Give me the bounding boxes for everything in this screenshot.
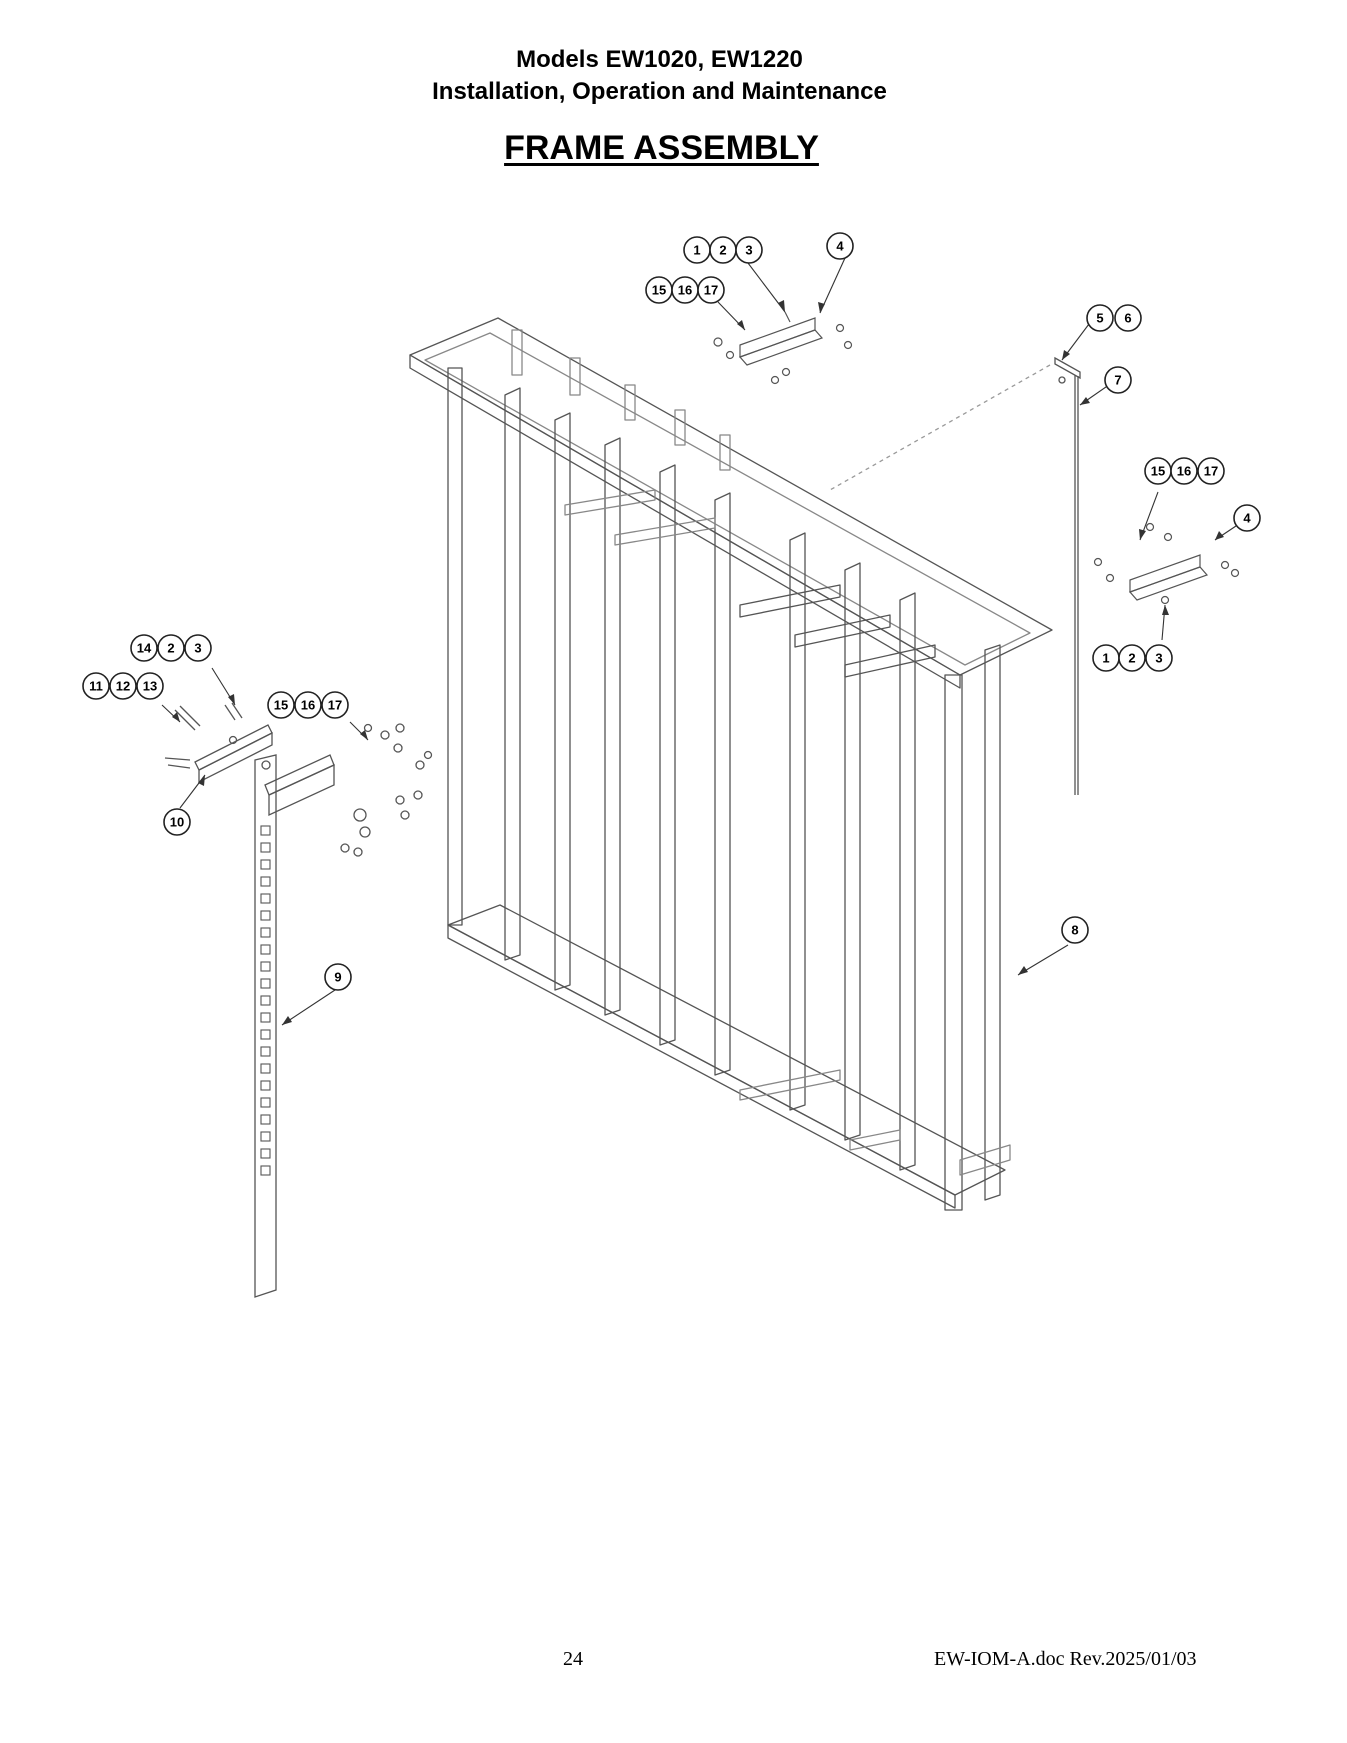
callout-label: 4 <box>1243 511 1251 526</box>
leader-lines <box>161 257 1246 1026</box>
callout-right-part: 4 <box>1233 504 1261 532</box>
callout-label: 5 <box>1096 311 1103 326</box>
callout-right-b: 1 2 3 <box>1092 644 1173 672</box>
callout-label: 3 <box>1155 651 1162 666</box>
page-number: 24 <box>563 1648 583 1670</box>
callout-label: 6 <box>1124 311 1131 326</box>
callout-label: 3 <box>745 243 752 258</box>
callout-left-b: 11 12 13 <box>82 672 164 700</box>
support-rod <box>1054 356 1081 795</box>
callout-label: 7 <box>1114 373 1121 388</box>
callout-right-a: 15 16 17 <box>1144 457 1225 485</box>
callout-label: 10 <box>170 815 184 830</box>
callout-bracket: 10 <box>163 808 191 836</box>
left-bracket-and-strip <box>164 702 433 1298</box>
callout-left-a: 14 2 3 <box>130 634 212 662</box>
model-header: Models EW1020, EW1220 <box>516 46 803 73</box>
callout-label: 16 <box>301 698 315 713</box>
leader-arrowheads <box>172 300 1224 1025</box>
callout-top-a: 1 2 3 <box>683 236 763 264</box>
callout-label: 9 <box>334 970 341 985</box>
callout-label: 14 <box>137 641 152 656</box>
section-title: FRAME ASSEMBLY <box>504 129 819 167</box>
callout-rod-hardware: 5 6 <box>1086 304 1142 332</box>
document-reference: EW-IOM-A.doc Rev.2025/01/03 <box>934 1648 1197 1670</box>
callout-label: 17 <box>328 698 342 713</box>
callout-label: 12 <box>116 679 130 694</box>
top-bracket-assembly <box>713 311 853 385</box>
callout-label: 16 <box>678 283 692 298</box>
callout-label: 15 <box>652 283 666 298</box>
manual-title: Installation, Operation and Maintenance <box>432 78 887 105</box>
callout-label: 1 <box>1102 651 1109 666</box>
frame-drawing <box>409 317 1053 1211</box>
right-bracket-assembly <box>1093 522 1240 605</box>
callout-label: 17 <box>704 283 718 298</box>
callout-label: 17 <box>1204 464 1218 479</box>
callout-strip: 9 <box>324 963 352 991</box>
callout-frame: 8 <box>1061 916 1089 944</box>
callout-label: 16 <box>1177 464 1191 479</box>
callout-label: 11 <box>89 679 103 694</box>
callout-top-b: 15 16 17 <box>645 276 725 304</box>
strip-slots <box>260 825 271 1176</box>
callout-top-part: 4 <box>826 232 854 260</box>
callout-label: 2 <box>1128 651 1135 666</box>
callout-label: 15 <box>1151 464 1165 479</box>
callout-label: 15 <box>274 698 288 713</box>
callout-label: 8 <box>1071 923 1078 938</box>
callout-label: 1 <box>693 243 700 258</box>
callout-label: 2 <box>167 641 174 656</box>
callout-label: 4 <box>836 239 844 254</box>
callout-label: 2 <box>719 243 726 258</box>
callout-left-c: 15 16 17 <box>267 691 349 719</box>
callout-rod: 7 <box>1104 366 1132 394</box>
callout-label: 3 <box>194 641 201 656</box>
callout-label: 13 <box>143 679 157 694</box>
